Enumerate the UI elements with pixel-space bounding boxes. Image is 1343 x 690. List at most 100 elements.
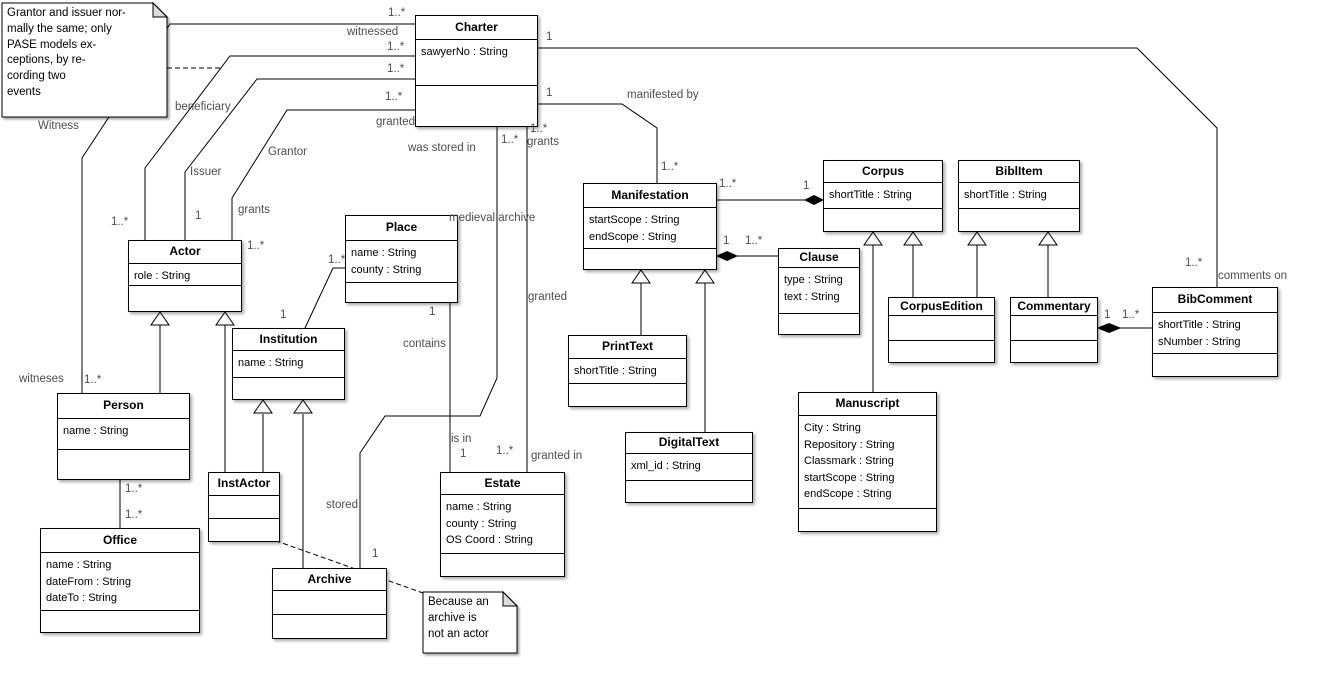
- edge-charter-actor-beneficiary: [144, 55, 415, 240]
- class-attributes-compartment: [889, 316, 994, 341]
- class-attributes-compartment: shortTitle : String: [824, 183, 942, 209]
- association-label: grants: [527, 136, 559, 148]
- class-actor[interactable]: Actor role : String: [128, 240, 242, 312]
- multiplicity-label: 1..*: [661, 161, 679, 173]
- class-attribute: role : String: [134, 270, 191, 282]
- archive-note-fold-icon: [502, 590, 519, 607]
- multiplicity-label: 1..*: [84, 374, 102, 386]
- class-attribute: City : String: [804, 422, 861, 434]
- class-operations-compartment: [584, 249, 716, 269]
- multiplicity-label: 1..*: [125, 483, 143, 495]
- multiplicity-label: 1: [195, 210, 202, 222]
- class-operations-compartment: [233, 378, 344, 399]
- class-attribute: Repository : String: [804, 438, 895, 451]
- triangle-marker-corpusedition-to-corpus: [903, 231, 923, 246]
- class-title: Actor: [129, 241, 241, 264]
- class-operations-compartment: [1011, 341, 1097, 362]
- class-attributes-compartment: shortTitle : String: [959, 183, 1079, 209]
- multiplicity-label: 1..*: [501, 134, 519, 146]
- class-operations-compartment: [209, 519, 279, 541]
- diamond-marker-corpus-aggregates-manifestation: [803, 194, 825, 206]
- archive-note[interactable]: [422, 591, 518, 654]
- class-attribute: endScope : String: [589, 230, 677, 243]
- multiplicity-label: 1..*: [328, 254, 346, 266]
- multiplicity-label: 1..*: [719, 178, 737, 190]
- class-title: Office: [41, 529, 199, 553]
- triangle-marker-instactor-to-actor: [215, 311, 235, 326]
- multiplicity-label: 1..*: [387, 63, 405, 75]
- class-title: DigitalText: [626, 433, 752, 454]
- multiplicity-label: 1: [546, 31, 553, 43]
- class-attribute: name : String: [238, 357, 304, 369]
- triangle-marker-manuscript-to-corpus: [863, 231, 883, 246]
- association-label: beneficiary: [175, 101, 231, 113]
- class-commentary[interactable]: Commentary: [1010, 297, 1098, 363]
- association-label: granted: [528, 291, 568, 303]
- edge-charter-actor-issuer: [184, 78, 415, 240]
- multiplicity-label: 1..*: [388, 7, 406, 19]
- grantor-issuer-note-fold-icon: [152, 1, 169, 18]
- class-title: Place: [346, 216, 457, 241]
- class-operations-compartment: [129, 286, 241, 311]
- association-label: is in: [451, 433, 472, 445]
- class-title: Person: [58, 394, 189, 419]
- class-attributes-compartment: sawyerNo : String: [416, 40, 537, 86]
- multiplicity-label: 1: [803, 180, 810, 192]
- edge-charter-actor-grantor: [231, 109, 415, 240]
- multiplicity-label: 1..*: [530, 123, 548, 135]
- class-attribute: name : String: [446, 501, 512, 513]
- multiplicity-label: 1..*: [125, 509, 143, 521]
- association-label: Issuer: [190, 166, 222, 178]
- class-operations-compartment: [569, 384, 686, 406]
- class-attributes-compartment: [273, 591, 386, 615]
- class-title: BibComment: [1153, 288, 1277, 313]
- class-attribute: startScope : String: [804, 471, 895, 484]
- edge-charter-archive-was-stored-in: [359, 127, 498, 568]
- association-label: witneses: [19, 373, 64, 385]
- triangle-marker-printtext-to-manifestation: [631, 269, 651, 284]
- edge-note-to-instactor-link: [267, 537, 424, 594]
- multiplicity-label: 1: [1104, 309, 1111, 321]
- association-label: manifested by: [627, 89, 699, 101]
- class-attribute: dateFrom : String: [46, 575, 131, 588]
- class-title: PrintText: [569, 336, 686, 359]
- class-corpusedition[interactable]: CorpusEdition: [888, 297, 995, 363]
- class-instactor[interactable]: InstActor: [208, 472, 280, 542]
- class-attribute: sNumber : String: [1158, 335, 1241, 348]
- class-attributes-compartment: name : String: [233, 351, 344, 378]
- multiplicity-label: 1: [372, 548, 379, 560]
- class-attribute: shortTitle : String: [829, 189, 912, 201]
- association-label: Grantor: [268, 146, 307, 158]
- class-attributes-compartment: [1011, 316, 1097, 341]
- class-archive[interactable]: Archive: [272, 568, 387, 639]
- class-attributes-compartment: shortTitle : String: [569, 359, 686, 384]
- grantor-issuer-note[interactable]: [1, 2, 168, 118]
- edge-charter-manifestation-manifested-by: [538, 103, 658, 183]
- class-title: Manifestation: [584, 184, 716, 208]
- triangle-marker-digitaltext-to-manifestation: [695, 269, 715, 284]
- multiplicity-label: 1..*: [496, 445, 514, 457]
- class-attribute: county : String: [351, 263, 422, 276]
- association-label: contains: [403, 338, 446, 350]
- class-attributes-compartment: name : String: [58, 419, 189, 450]
- class-operations-compartment: [41, 611, 199, 632]
